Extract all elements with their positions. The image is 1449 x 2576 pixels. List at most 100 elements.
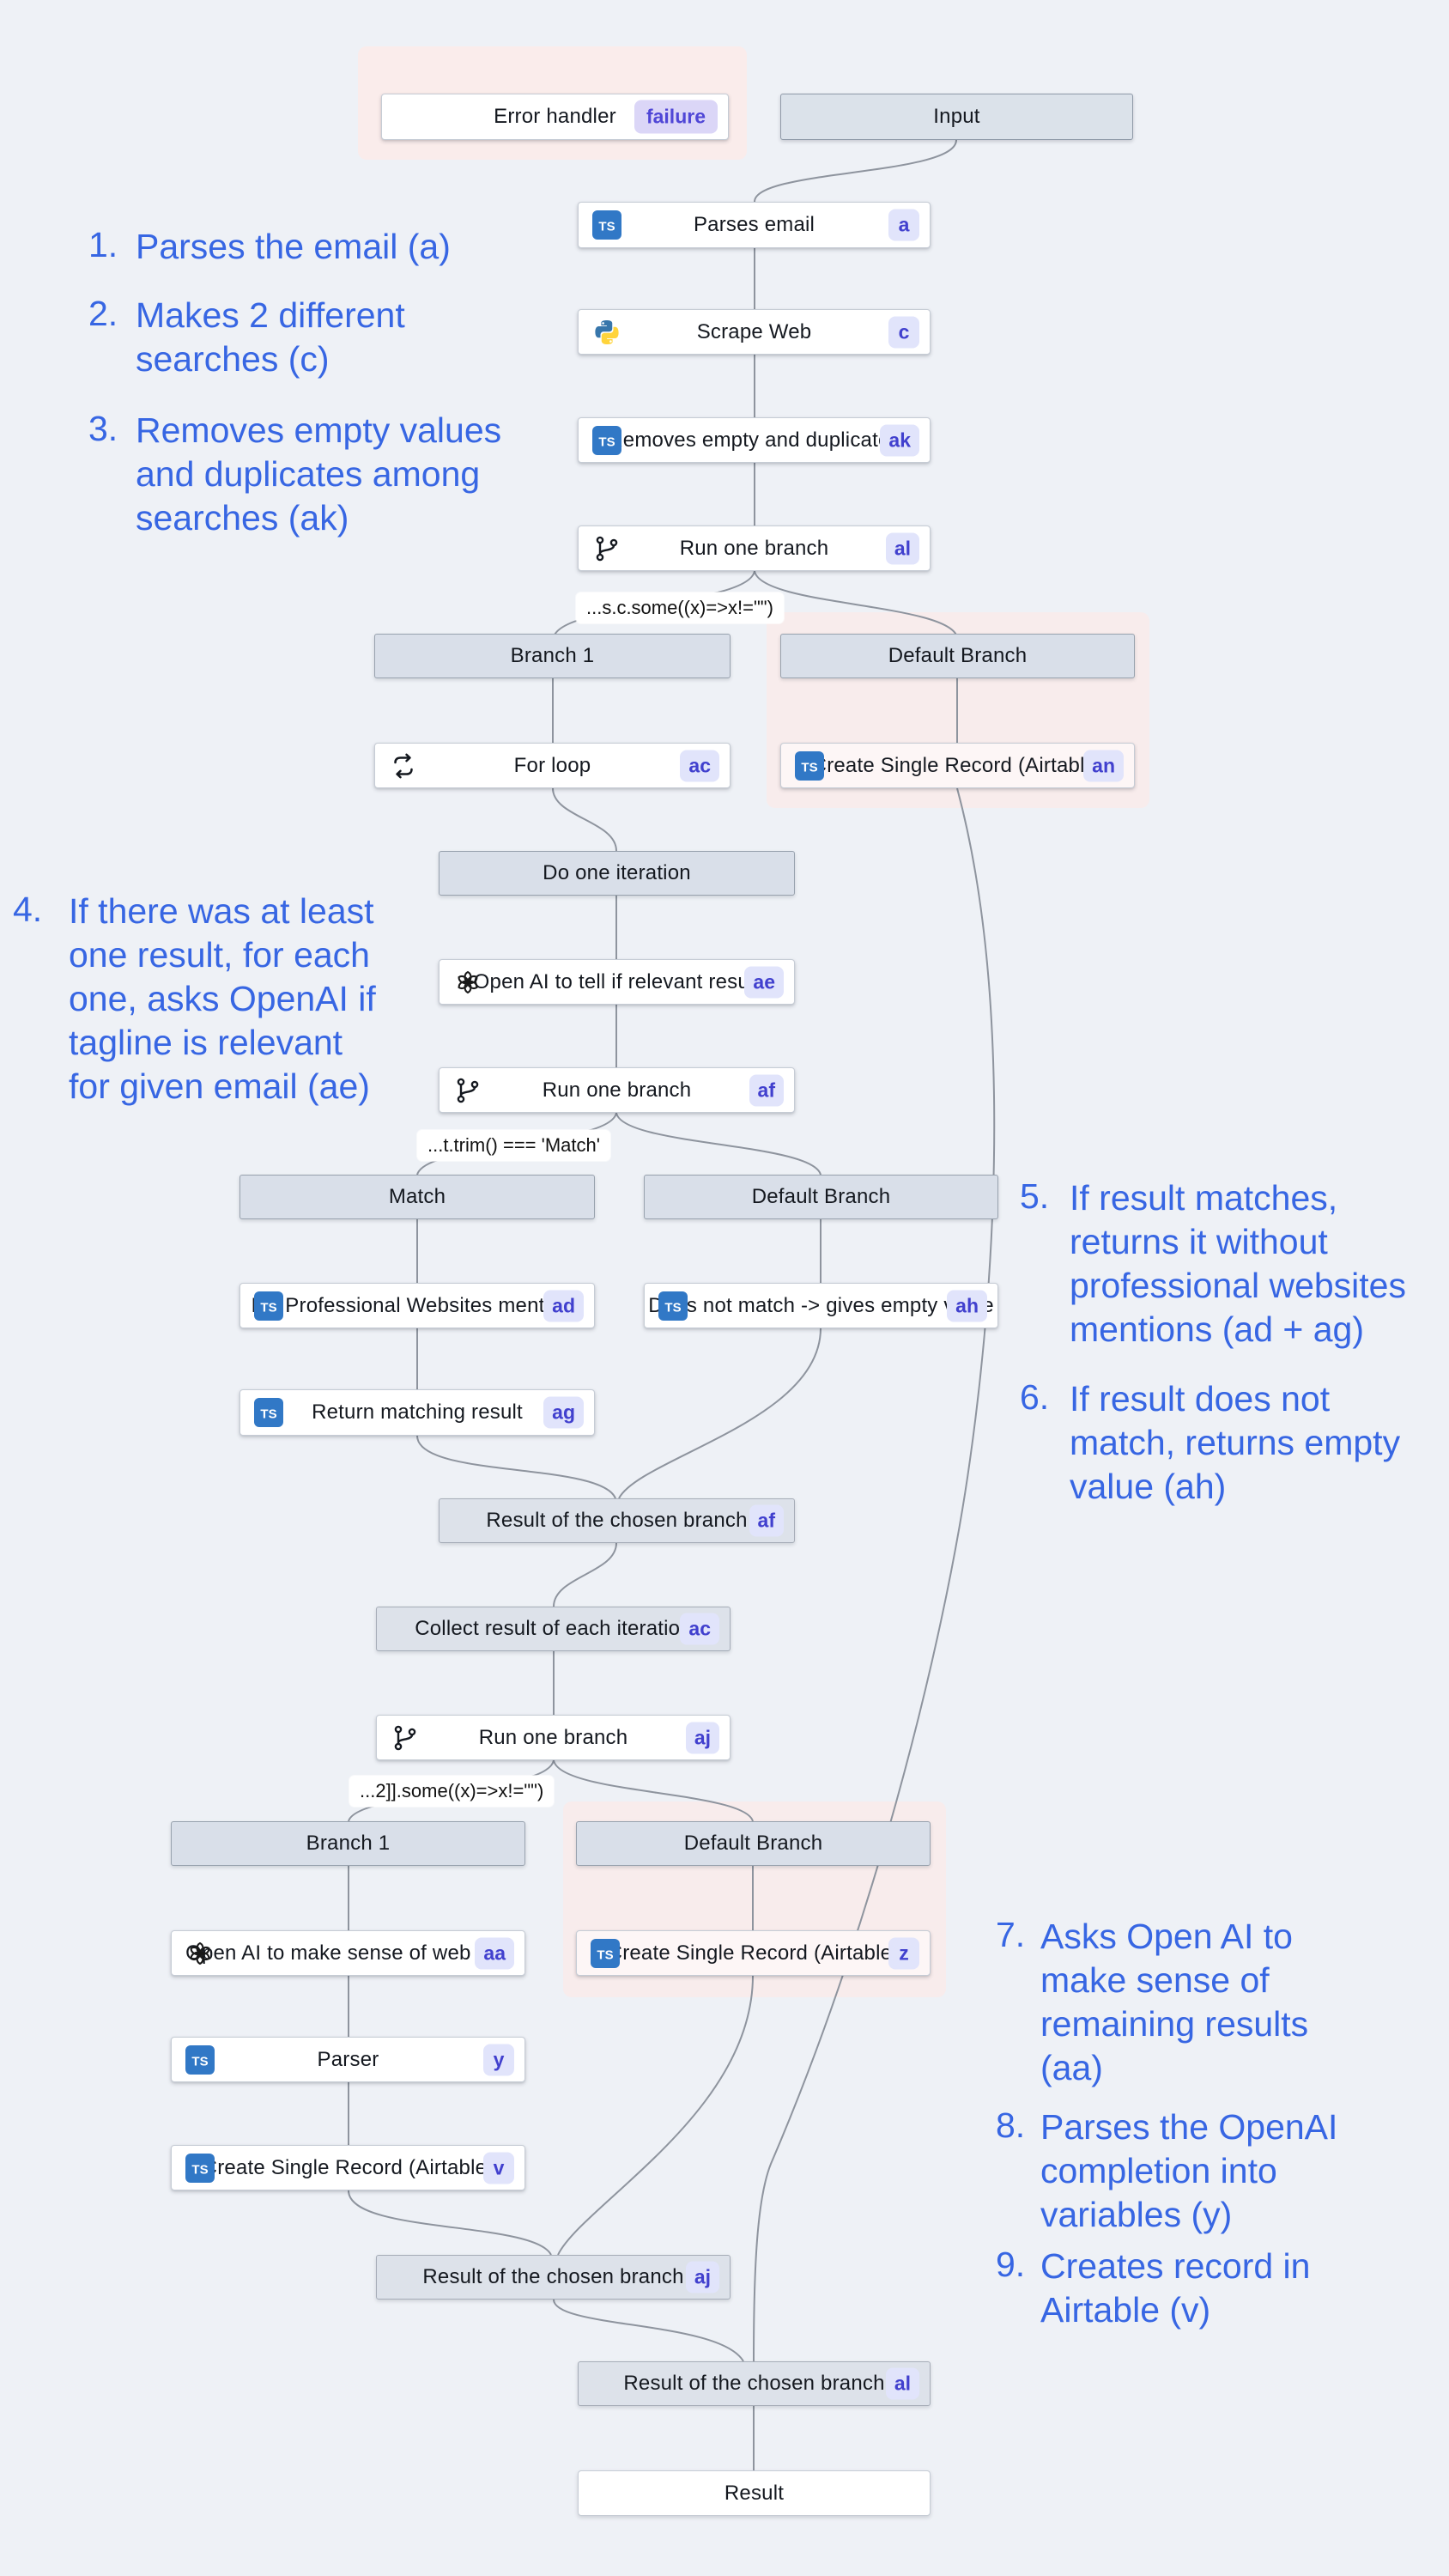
annotation-line: returns it without (1070, 1222, 1328, 1261)
node-badge: c (888, 316, 919, 348)
annotation-line: Parses the email (a) (136, 227, 451, 266)
annotation-line: one, asks OpenAI if (69, 979, 376, 1018)
node-label: Create Single Record (Airtable) (607, 1941, 900, 1965)
openai-icon (453, 968, 482, 997)
node-result-chosen-aj[interactable]: Result of the chosen branch aj (376, 2255, 731, 2300)
annotation-number: 7. (996, 1915, 1026, 1954)
node-branch-1-top[interactable]: Branch 1 (374, 634, 731, 678)
node-run-one-branch-af[interactable]: Run one branch af (439, 1067, 795, 1113)
node-default-branch-bottom[interactable]: Default Branch (576, 1821, 931, 1866)
node-label: Create Single Record (Airtable) (202, 2155, 494, 2179)
annotation-line: value (ah) (1070, 1467, 1227, 1506)
node-result-chosen-al[interactable]: Result of the chosen branch al (578, 2361, 931, 2406)
loop-icon (389, 751, 418, 781)
annotation-number: 4. (13, 890, 43, 929)
node-label: Open AI to tell if relevant result (473, 969, 761, 993)
node-return-matching-ag[interactable]: TS Return matching result ag (239, 1389, 595, 1436)
node-label: Create Single Record (Airtable) (811, 753, 1104, 777)
node-badge: v (483, 2152, 514, 2184)
node-label: Collect result of each iteration (415, 1617, 692, 1640)
node-parses-email[interactable]: TS Parses email a (578, 202, 931, 248)
node-label: Do one iteration (543, 861, 691, 884)
annotation-line: Creates record in (1040, 2246, 1311, 2286)
annotation-line: Airtable (v) (1040, 2290, 1211, 2330)
node-badge: z (888, 1937, 919, 1969)
annotation-line: match, returns empty (1070, 1423, 1401, 1462)
annotation-line: one result, for each (69, 935, 370, 975)
annotation-line: Removes empty values (136, 410, 502, 450)
annotation-line: mentions (ad + ag) (1070, 1309, 1364, 1349)
svg-text:TS: TS (191, 2162, 208, 2177)
node-branch-1-bottom[interactable]: Branch 1 (171, 1821, 525, 1866)
ts-icon: TS (658, 1291, 688, 1321)
svg-text:TS: TS (664, 1300, 681, 1315)
node-result[interactable]: Result (578, 2470, 931, 2516)
ts-icon: TS (592, 210, 621, 240)
annotation-number: 9. (996, 2245, 1026, 2284)
node-run-one-branch-aj[interactable]: Run one branch aj (376, 1715, 731, 1760)
node-for-loop[interactable]: For loop ac (374, 743, 731, 788)
annotation-line: Parses the OpenAI (1040, 2107, 1338, 2147)
node-badge: af (749, 1074, 784, 1106)
node-openai-web-info-aa[interactable]: Open AI to make sense of web info aa (171, 1930, 525, 1976)
node-collect-result-ac[interactable]: Collect result of each iteration ac (376, 1607, 731, 1651)
node-do-one-iteration[interactable]: Do one iteration (439, 851, 795, 896)
node-badge: aj (685, 2261, 719, 2293)
node-badge: ah (947, 1290, 987, 1321)
node-create-single-record-an[interactable]: TS Create Single Record (Airtable) an (780, 743, 1135, 788)
node-label: Return matching result (312, 1400, 523, 1424)
node-does-not-match-ah[interactable]: TS Does not match -> gives empty value a… (644, 1283, 998, 1328)
python-icon (592, 318, 621, 347)
node-match[interactable]: Match (239, 1175, 595, 1219)
node-create-single-record-v[interactable]: TS Create Single Record (Airtable) v (171, 2145, 525, 2190)
node-label: Open AI to make sense of web info (185, 1941, 511, 1965)
node-run-one-branch-al[interactable]: Run one branch al (578, 526, 931, 571)
node-scrape-web[interactable]: Scrape Web c (578, 309, 931, 355)
node-label: Default Branch (751, 1185, 891, 1208)
ts-icon: TS (795, 750, 824, 781)
svg-text:TS: TS (260, 1407, 276, 1422)
node-error-handler[interactable]: Error handler failure (381, 94, 729, 140)
svg-text:TS: TS (260, 1300, 276, 1315)
ts-icon: TS (254, 1291, 283, 1321)
annotation-line: make sense of (1040, 1960, 1270, 2000)
annotation-number: 8. (996, 2105, 1026, 2145)
node-badge: aj (685, 1722, 719, 1753)
node-create-single-record-z[interactable]: TS Create Single Record (Airtable) z (576, 1930, 931, 1976)
svg-text:TS: TS (191, 2054, 208, 2069)
node-label: Result (724, 2481, 785, 2505)
annotation-number: 5. (1020, 1176, 1050, 1216)
svg-text:TS: TS (598, 434, 615, 449)
annotation-line: professional websites (1070, 1266, 1406, 1305)
ts-icon: TS (185, 2044, 215, 2075)
svg-text:TS: TS (598, 220, 615, 234)
node-badge: aa (475, 1937, 514, 1969)
node-badge: al (885, 532, 919, 564)
node-label: Input (933, 105, 980, 128)
annotation-number: 2. (88, 294, 118, 333)
branch-icon (592, 534, 621, 563)
node-kill-mentions-ad[interactable]: TS Kill Professional Websites mentions a… (239, 1283, 595, 1328)
annotation-line: variables (y) (1040, 2195, 1233, 2234)
node-openai-relevant-ae[interactable]: Open AI to tell if relevant result ae (439, 959, 795, 1005)
node-removes-empty-duplicates[interactable]: TS Removes empty and duplicates ak (578, 417, 931, 463)
annotation-line: (aa) (1040, 2048, 1103, 2087)
branch-icon (391, 1723, 420, 1753)
annotation-line: for given email (ae) (69, 1066, 370, 1106)
annotation-line: remaining results (1040, 2004, 1309, 2044)
node-result-chosen-af[interactable]: Result of the chosen branch af (439, 1498, 795, 1543)
annotation-line: and duplicates among (136, 454, 481, 494)
node-badge: ag (543, 1396, 584, 1429)
node-badge: ak (880, 424, 919, 456)
node-input[interactable]: Input (780, 94, 1133, 140)
annotation-number: 6. (1020, 1377, 1050, 1417)
node-badge: a (888, 209, 919, 241)
node-label: Result of the chosen branch (422, 2265, 684, 2288)
node-default-branch-mid[interactable]: Default Branch (644, 1175, 998, 1219)
node-default-branch-top[interactable]: Default Branch (780, 634, 1135, 678)
node-label: Branch 1 (510, 644, 595, 667)
node-parser-y[interactable]: TS Parser y (171, 2037, 525, 2082)
annotation-line: If there was at least (69, 891, 374, 931)
node-label: Parses email (693, 213, 815, 236)
